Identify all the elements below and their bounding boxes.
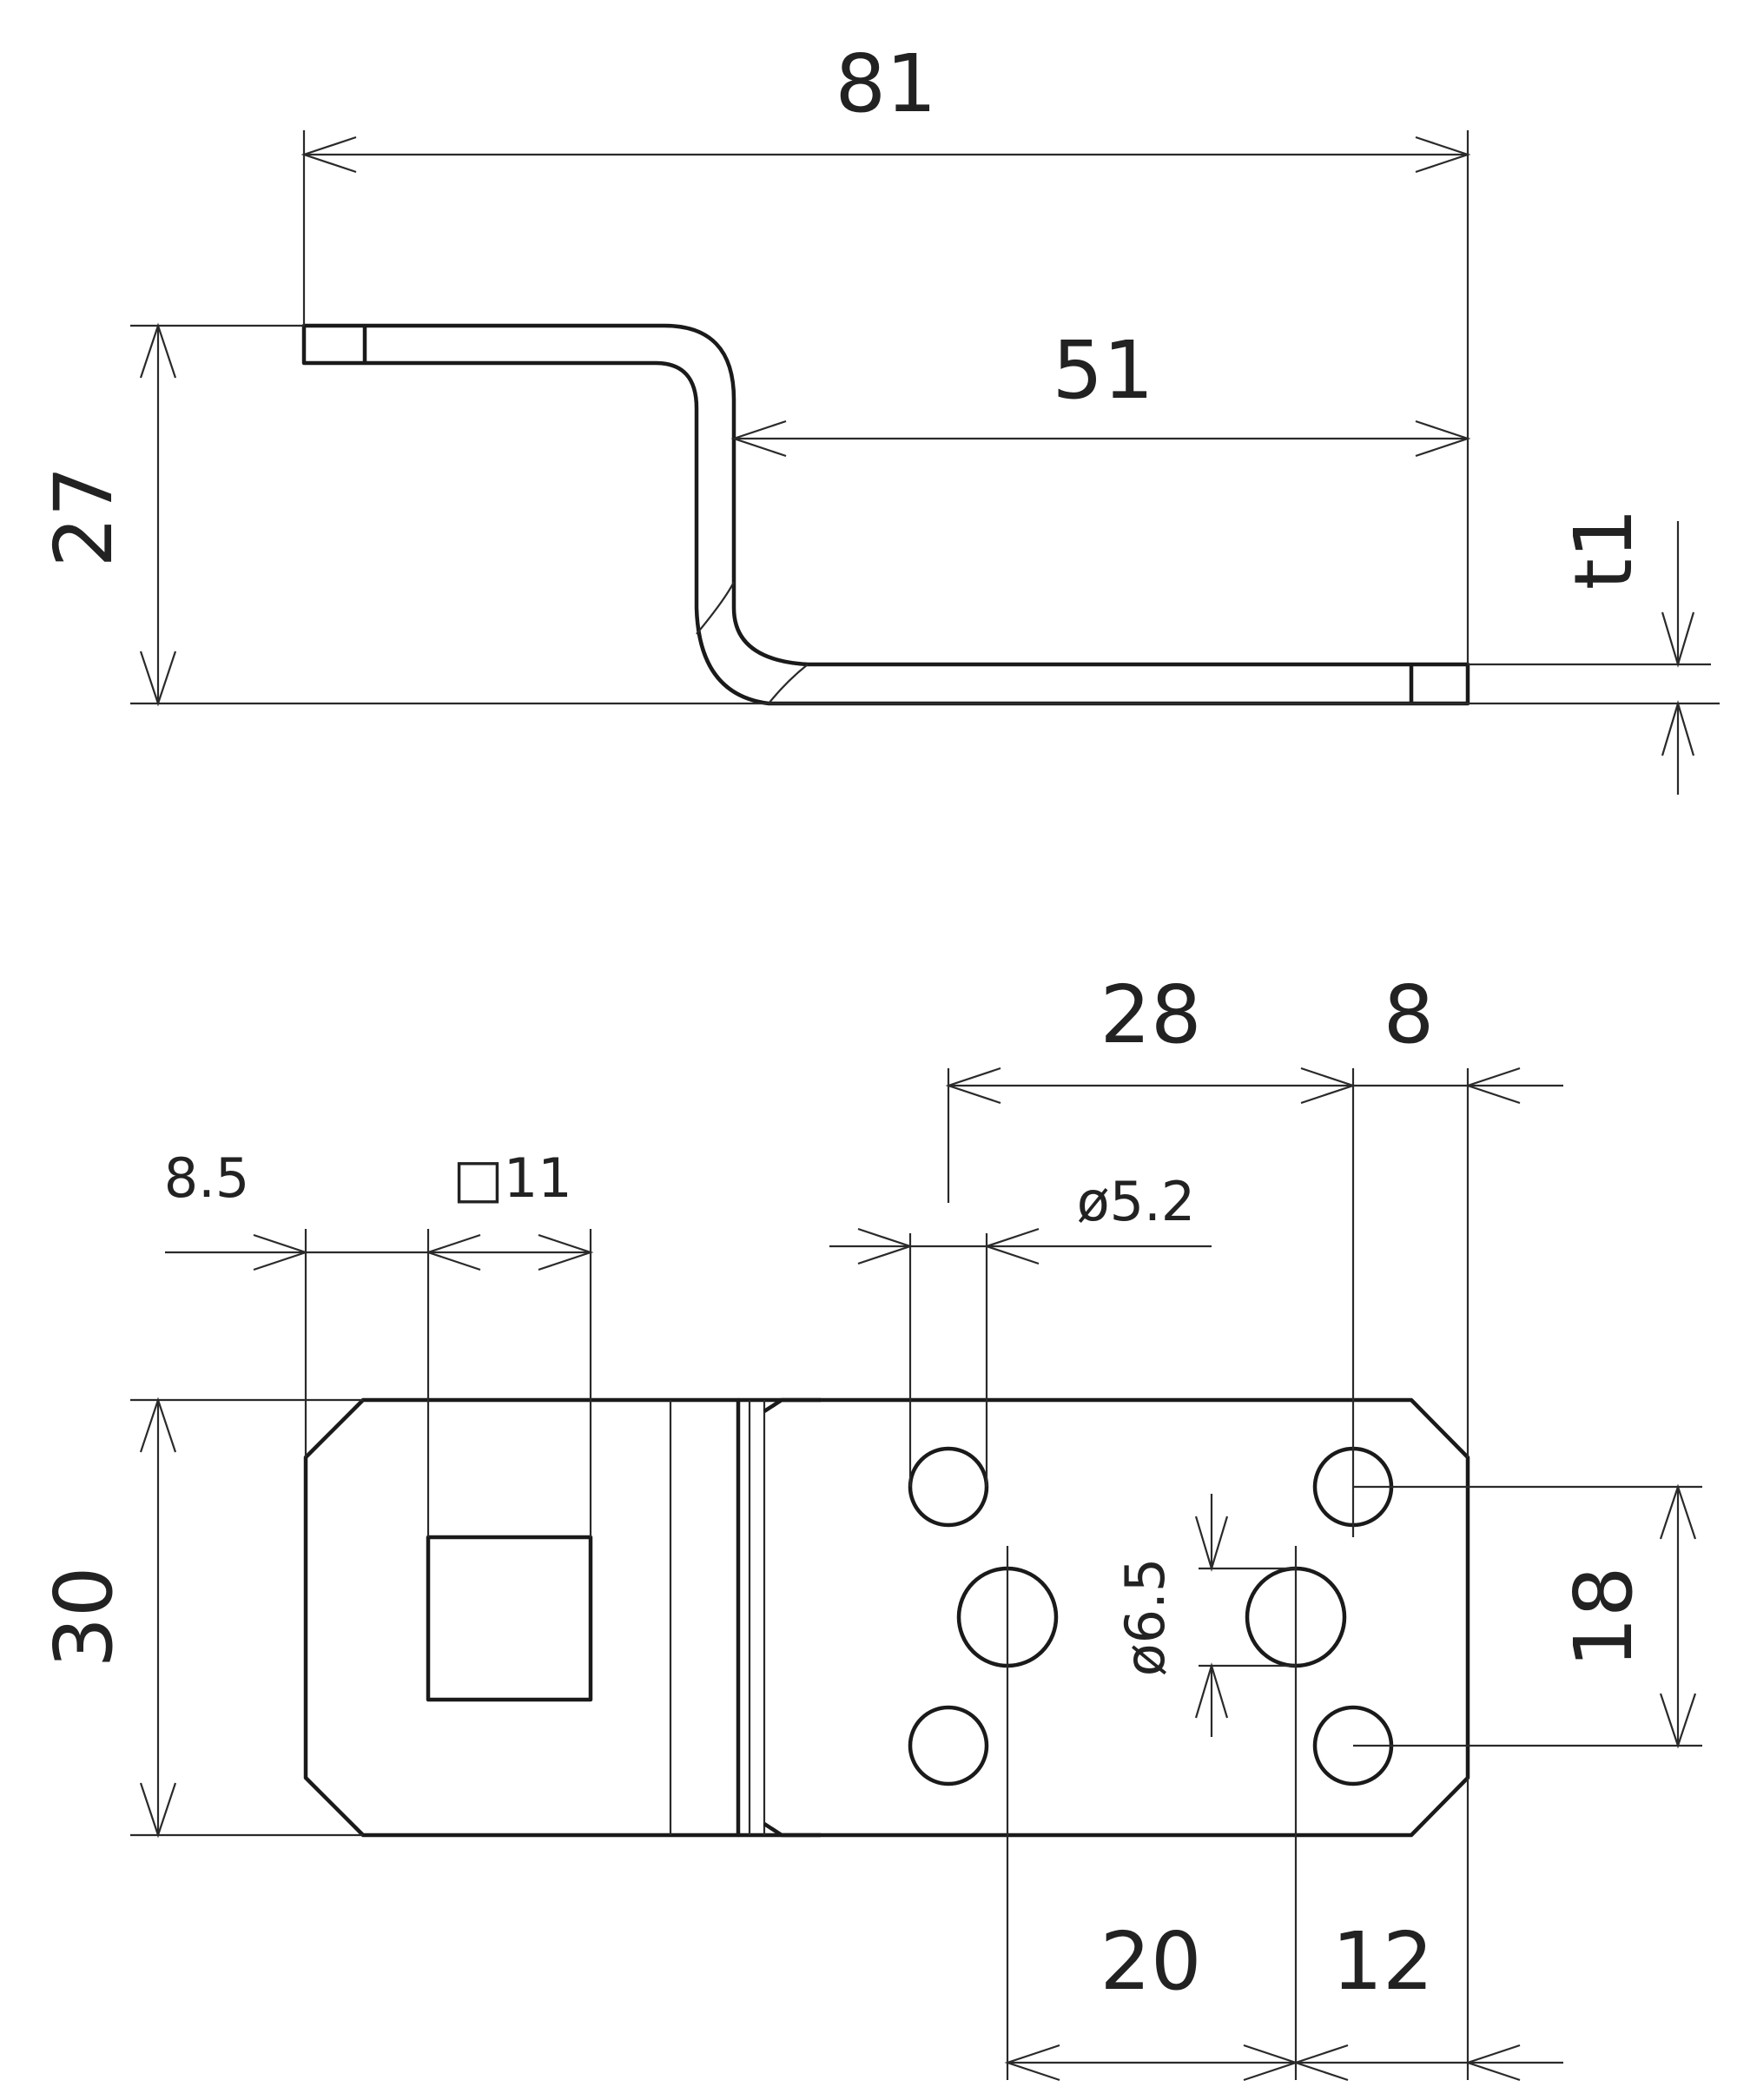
bend-notch-bottom	[763, 1822, 821, 1838]
arrow-30-bottom	[139, 1782, 177, 1839]
small-hole-bottom-left	[908, 1705, 989, 1786]
arrow-81-left	[301, 135, 357, 174]
arrow-11-right	[538, 1233, 594, 1271]
bend-notch-top	[763, 1397, 821, 1413]
dim-label-27: 27	[37, 466, 130, 567]
dim-label-square-11: □11	[452, 1146, 571, 1210]
arrow-12-right	[1464, 2044, 1521, 2082]
dim-label-dia-6-5: ø6.5	[1113, 1558, 1177, 1677]
arrow-20-left	[1004, 2044, 1060, 2082]
arrow-18-bottom	[1659, 1693, 1697, 1749]
arrow-t1-bottom	[1661, 700, 1695, 756]
arrow-t1-top	[1661, 611, 1695, 668]
side-profile-outline	[301, 323, 1470, 706]
top-view: 8.5 □11 ø5.2 28 8 ø6.5 30	[37, 968, 1702, 2082]
dim-label-12: 12	[1331, 1915, 1433, 2008]
dim-label-81: 81	[835, 37, 936, 130]
arrow-6-5-top	[1194, 1516, 1229, 1572]
arrow-8-5-right	[253, 1233, 309, 1271]
arrow-51-right	[1415, 419, 1471, 458]
bend-mark	[696, 581, 809, 704]
dim-label-dia-5-2: ø5.2	[1077, 1170, 1196, 1233]
dim-label-30: 30	[37, 1566, 130, 1667]
arrow-5-2-left	[857, 1227, 914, 1265]
arrow-12-left	[1292, 2044, 1349, 2082]
arrow-11-left	[425, 1233, 481, 1271]
arrow-18-top	[1659, 1483, 1697, 1540]
arrow-8-left	[1464, 1067, 1521, 1105]
dim-label-8: 8	[1384, 968, 1435, 1061]
arrow-28-right	[1300, 1067, 1357, 1105]
arrow-5-2-right	[983, 1227, 1040, 1265]
plate-outline-right	[738, 1397, 1470, 1838]
plate-outline	[303, 1397, 741, 1838]
arrow-81-right	[1415, 135, 1471, 174]
dim-label-28: 28	[1100, 968, 1201, 1061]
dim-label-8-5: 8.5	[164, 1146, 250, 1210]
small-hole-top-left	[908, 1446, 989, 1528]
dim-label-18: 18	[1557, 1566, 1650, 1667]
side-view: 81 51 27 t1	[37, 37, 1720, 795]
dim-label-51: 51	[1052, 324, 1153, 417]
square-hole	[426, 1535, 593, 1702]
arrow-51-left	[730, 419, 787, 458]
arrow-27-top	[139, 322, 177, 379]
arrow-28-left	[945, 1067, 1001, 1105]
arrow-30-top	[139, 1397, 177, 1453]
arrow-27-bottom	[139, 650, 177, 707]
dim-label-20: 20	[1100, 1915, 1201, 2008]
dim-label-t1: t1	[1557, 508, 1650, 591]
arrow-6-5-bottom	[1194, 1662, 1229, 1719]
